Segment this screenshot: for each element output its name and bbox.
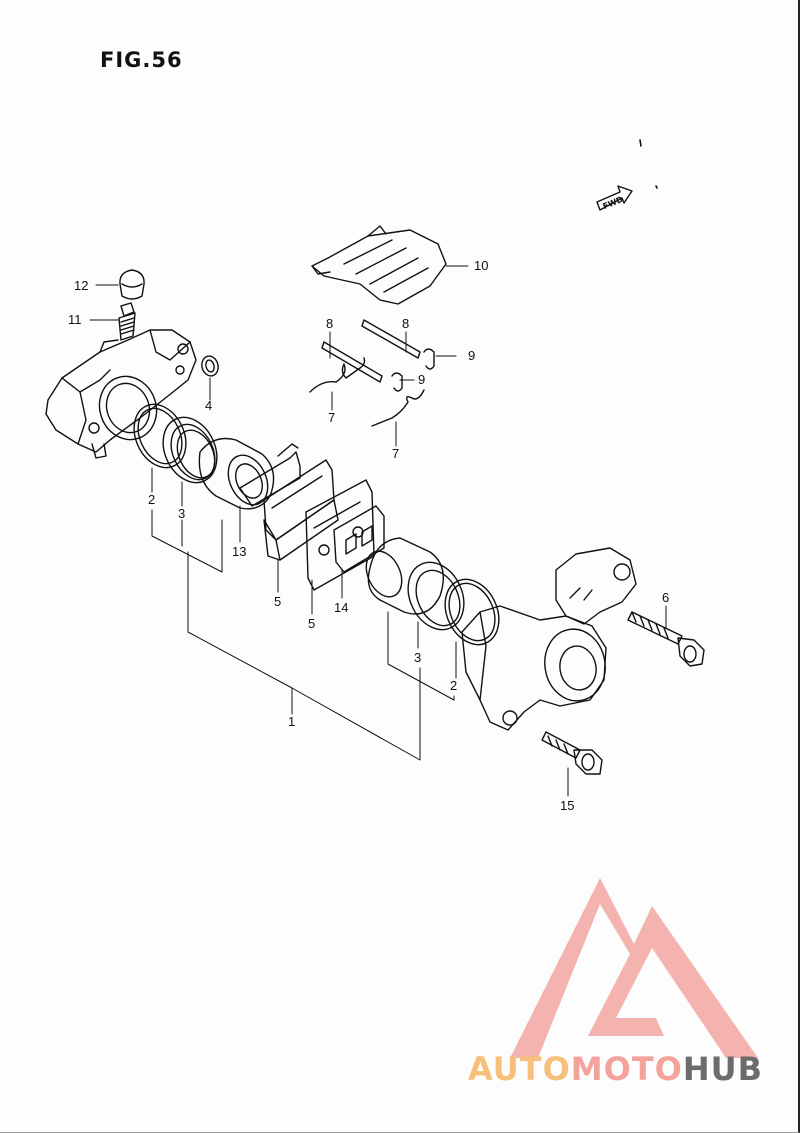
callout-15: 15	[560, 798, 574, 813]
callout-5a: 5	[274, 594, 281, 609]
left-piston-seals	[133, 403, 218, 484]
watermark-logo-icon	[510, 878, 758, 1058]
scan-mark	[639, 139, 642, 147]
brand-part-moto: MOTO	[570, 1050, 683, 1088]
callout-7b: 7	[392, 446, 399, 461]
callout-14: 14	[334, 600, 348, 615]
callout-2b: 2	[450, 678, 457, 693]
bleeder-cap-part	[119, 269, 145, 300]
brake-pad-left-part	[263, 459, 339, 561]
callout-13: 13	[232, 544, 246, 559]
scan-mark	[655, 185, 658, 189]
small-o-ring-part	[201, 355, 219, 377]
figure-title: FIG.56	[100, 48, 183, 72]
callout-11: 11	[68, 312, 82, 327]
callout-4: 4	[205, 398, 212, 413]
pad-pin-part	[321, 319, 421, 383]
callout-8a: 8	[326, 316, 333, 331]
right-piston-part	[365, 537, 444, 615]
callout-12: 12	[74, 278, 88, 293]
anti-rattle-shim-part	[333, 505, 385, 573]
mounting-bolt-short-part	[541, 731, 603, 775]
callout-9b: 9	[418, 372, 425, 387]
callout-6: 6	[662, 590, 669, 605]
bleeder-valve-part	[118, 302, 136, 341]
pad-spring-part	[309, 357, 425, 427]
fwd-label: FWD	[602, 195, 625, 211]
callout-8b: 8	[402, 316, 409, 331]
callout-7a: 7	[328, 410, 335, 425]
brand-part-hub: HUB	[682, 1050, 764, 1088]
callout-10: 10	[474, 258, 488, 273]
mounting-bolt-long-part	[627, 611, 705, 667]
watermark-brand: AUTOMOTOHUB	[468, 1050, 763, 1088]
pin-clip-part	[391, 348, 435, 392]
pad-shim-part	[239, 443, 301, 507]
callout-1: 1	[288, 714, 295, 729]
fwd-arrow-icon	[596, 185, 633, 211]
callout-2a: 2	[148, 492, 155, 507]
callout-3b: 3	[414, 650, 421, 665]
right-piston-seals	[407, 561, 500, 646]
brand-part-auto: AUTO	[468, 1050, 571, 1088]
callout-9a: 9	[468, 348, 475, 363]
callout-leader-lines	[89, 265, 667, 797]
left-caliper-body-part	[45, 329, 197, 459]
right-caliper-body-part	[461, 547, 637, 731]
callout-5b: 5	[308, 616, 315, 631]
pad-cover-part	[311, 225, 447, 305]
callout-3a: 3	[178, 506, 185, 521]
